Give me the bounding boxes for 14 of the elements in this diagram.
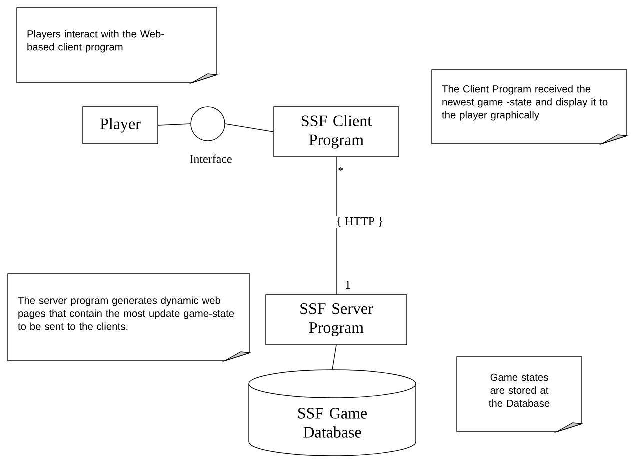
- class-box: Player: [82, 106, 158, 144]
- connector-line: [332, 345, 337, 370]
- interface-label: Interface: [190, 154, 232, 164]
- multiplicity-label: 1: [346, 281, 350, 289]
- multiplicity-label: *: [338, 167, 344, 172]
- connector-line: [225, 124, 274, 132]
- database-cylinder: SSF Game Database: [248, 370, 416, 456]
- interface-circle: [190, 106, 226, 142]
- connector-line: [158, 124, 191, 126]
- connector-line: [336, 157, 337, 295]
- class-box: SSF Server Program: [266, 294, 408, 346]
- node-label: SSF Game Database: [298, 408, 368, 438]
- class-box: SSF Client Program: [274, 106, 400, 158]
- edge-label: { HTTP }: [335, 216, 385, 228]
